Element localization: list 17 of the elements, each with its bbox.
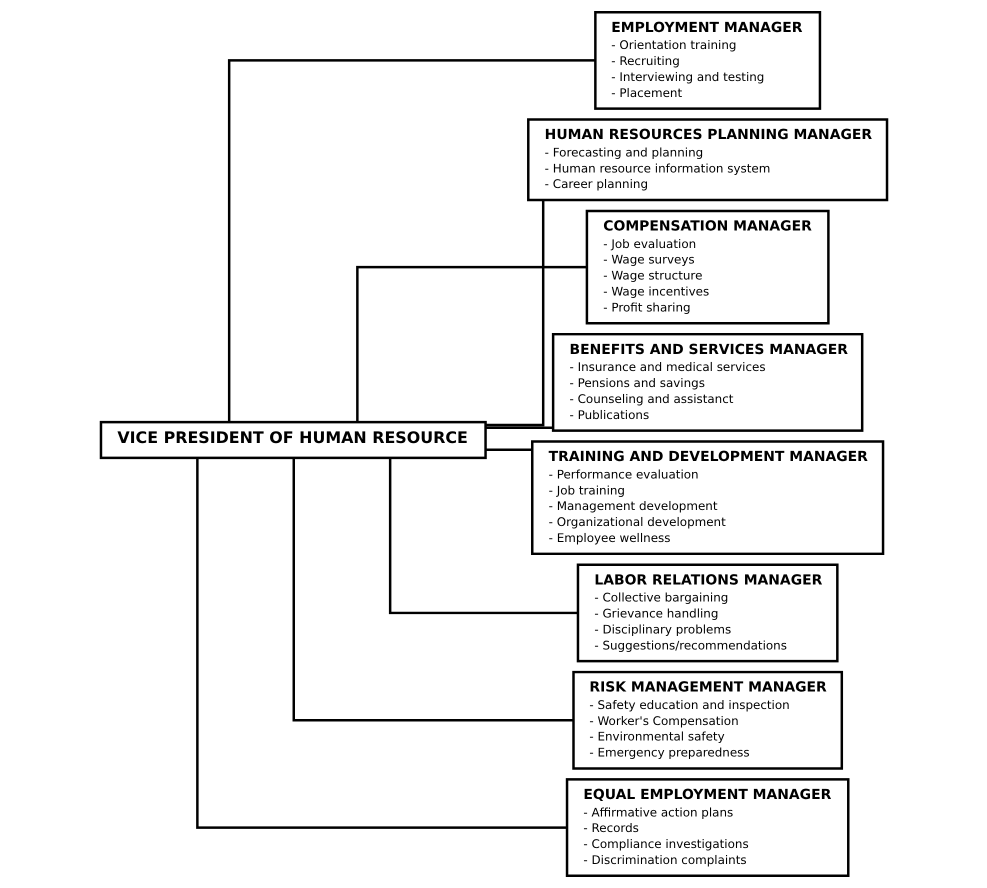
connector (388, 458, 578, 614)
connector (227, 59, 595, 422)
node-box: TRAINING AND DEVELOPMENT MANAGER - Performance evaluation - Job training - Management development - Organizational development - Employee wellness (530, 440, 884, 556)
connector (485, 200, 544, 426)
connector (356, 266, 586, 422)
node-box: VICE PRESIDENT OF HUMAN RESOURCE (99, 420, 486, 460)
node-box: COMPENSATION MANAGER - Job evaluation - Wage surveys - Wage structure - Wage incentives - Profit sharing (585, 210, 830, 324)
node-box: LABOR RELATIONS MANAGER - Collective bargaining - Grievance handling - Disciplinary problems - Suggestions/recommendations (576, 564, 838, 662)
node-box: EQUAL EMPLOYMENT MANAGER - Affirmative action plans - Records - Compliance investigations - Discrimination complaints (565, 778, 850, 878)
node-box: RISK MANAGEMENT MANAGER - Safety education and inspection - Worker's Compensation - Environmental safety - Emergency preparedness (572, 670, 843, 770)
connector (485, 426, 553, 430)
node-box: BENEFITS AND SERVICES MANAGER - Insurance and medical services - Pensions and savings - Counseling and assistanct - Publications (551, 332, 863, 432)
connector (196, 458, 566, 829)
node-box: HUMAN RESOURCES PLANNING MANAGER - Forecasting and planning - Human resource information system - Career planning (526, 118, 888, 202)
connector (292, 458, 573, 722)
node-box: EMPLOYMENT MANAGER - Orientation training - Recruiting - Interviewing and testing - Placement (594, 10, 821, 110)
connector (485, 448, 532, 451)
